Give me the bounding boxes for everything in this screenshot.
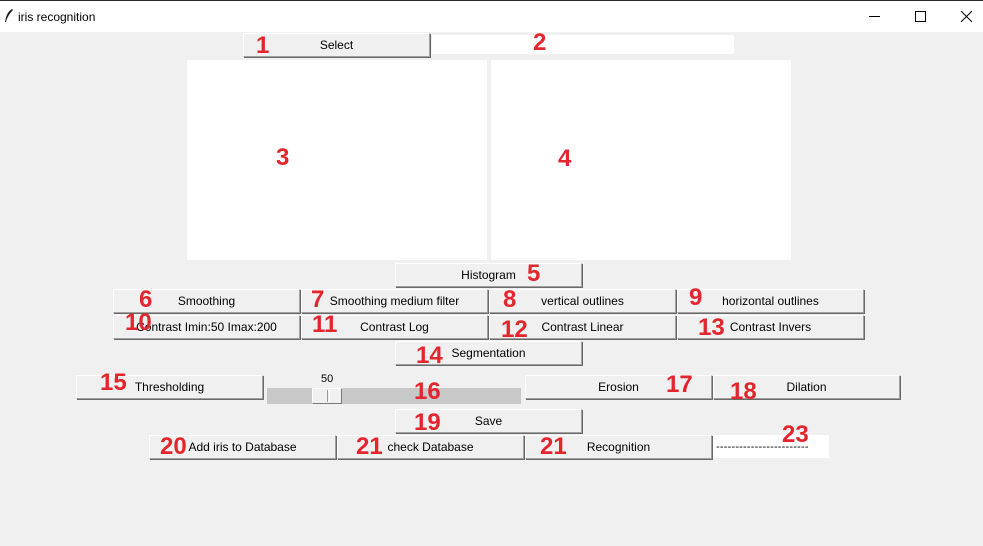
annotation-18: 18	[730, 378, 757, 405]
annotation-5: 5	[527, 260, 541, 287]
smoothing-button[interactable]: Smoothing	[113, 289, 300, 313]
erosion-button[interactable]: Erosion	[525, 375, 712, 399]
horizontal-outlines-button[interactable]: horizontal outlines	[677, 289, 864, 313]
annotation-13: 13	[698, 314, 725, 341]
annotation-12: 12	[501, 316, 528, 343]
annotation-14: 14	[416, 342, 443, 369]
close-icon	[960, 11, 972, 22]
title-bar: iris recognition	[0, 0, 983, 32]
maximize-icon	[914, 11, 926, 22]
annotation-6: 6	[139, 286, 153, 313]
dilation-button[interactable]: Dilation	[713, 375, 900, 399]
annotation-9: 9	[689, 284, 703, 311]
threshold-slider[interactable]	[267, 388, 521, 404]
save-button[interactable]: Save	[395, 409, 582, 433]
annotation-17: 17	[666, 371, 693, 398]
contrast-log-button[interactable]: Contrast Log	[301, 315, 488, 339]
annotation-2: 2	[533, 29, 547, 56]
add-iris-button[interactable]: Add iris to Database	[149, 435, 336, 459]
annotation-4: 4	[558, 145, 572, 172]
annotation-15: 15	[100, 369, 127, 396]
annotation-7: 7	[311, 286, 325, 313]
annotation-10: 10	[125, 309, 152, 336]
original-image-panel	[187, 60, 487, 260]
select-button[interactable]: Select	[243, 33, 430, 57]
contrast-minmax-button[interactable]: Contrast Imin:50 Imax:200	[113, 315, 300, 339]
window-title: iris recognition	[18, 10, 96, 24]
result-text: ------------------------	[716, 441, 809, 453]
annotation-1: 1	[256, 32, 270, 59]
histogram-button[interactable]: Histogram	[395, 263, 582, 287]
annotation-21b: 21	[540, 433, 567, 460]
result-field	[713, 435, 829, 458]
annotation-20: 20	[160, 433, 187, 460]
thumb-groove	[327, 390, 330, 402]
minimize-icon	[868, 16, 880, 17]
recognition-button[interactable]: Recognition	[525, 435, 712, 459]
slider-thumb[interactable]	[312, 388, 342, 404]
annotation-11: 11	[312, 311, 338, 338]
annotation-21a: 21	[356, 433, 383, 460]
path-field[interactable]	[432, 35, 734, 54]
thresholding-button[interactable]: Thresholding	[76, 375, 263, 399]
check-database-button[interactable]: check Database	[337, 435, 524, 459]
processed-image-panel	[491, 60, 791, 260]
slider-value: 50	[321, 373, 334, 385]
annotation-23: 23	[782, 421, 809, 448]
maximize-button[interactable]	[897, 1, 943, 32]
annotation-8: 8	[503, 286, 517, 313]
minimize-button[interactable]	[851, 1, 897, 32]
annotation-3: 3	[276, 144, 290, 171]
smoothing-medium-filter-button[interactable]: Smoothing medium filter	[301, 289, 488, 313]
annotation-19: 19	[414, 409, 441, 436]
vertical-outlines-button[interactable]: vertical outlines	[489, 289, 676, 313]
annotation-16: 16	[414, 378, 441, 405]
close-button[interactable]	[943, 1, 983, 32]
segmentation-button[interactable]: Segmentation	[395, 341, 582, 365]
feather-icon	[5, 9, 13, 22]
contrast-linear-button[interactable]: Contrast Linear	[489, 315, 676, 339]
contrast-invers-button[interactable]: Contrast Invers	[677, 315, 864, 339]
